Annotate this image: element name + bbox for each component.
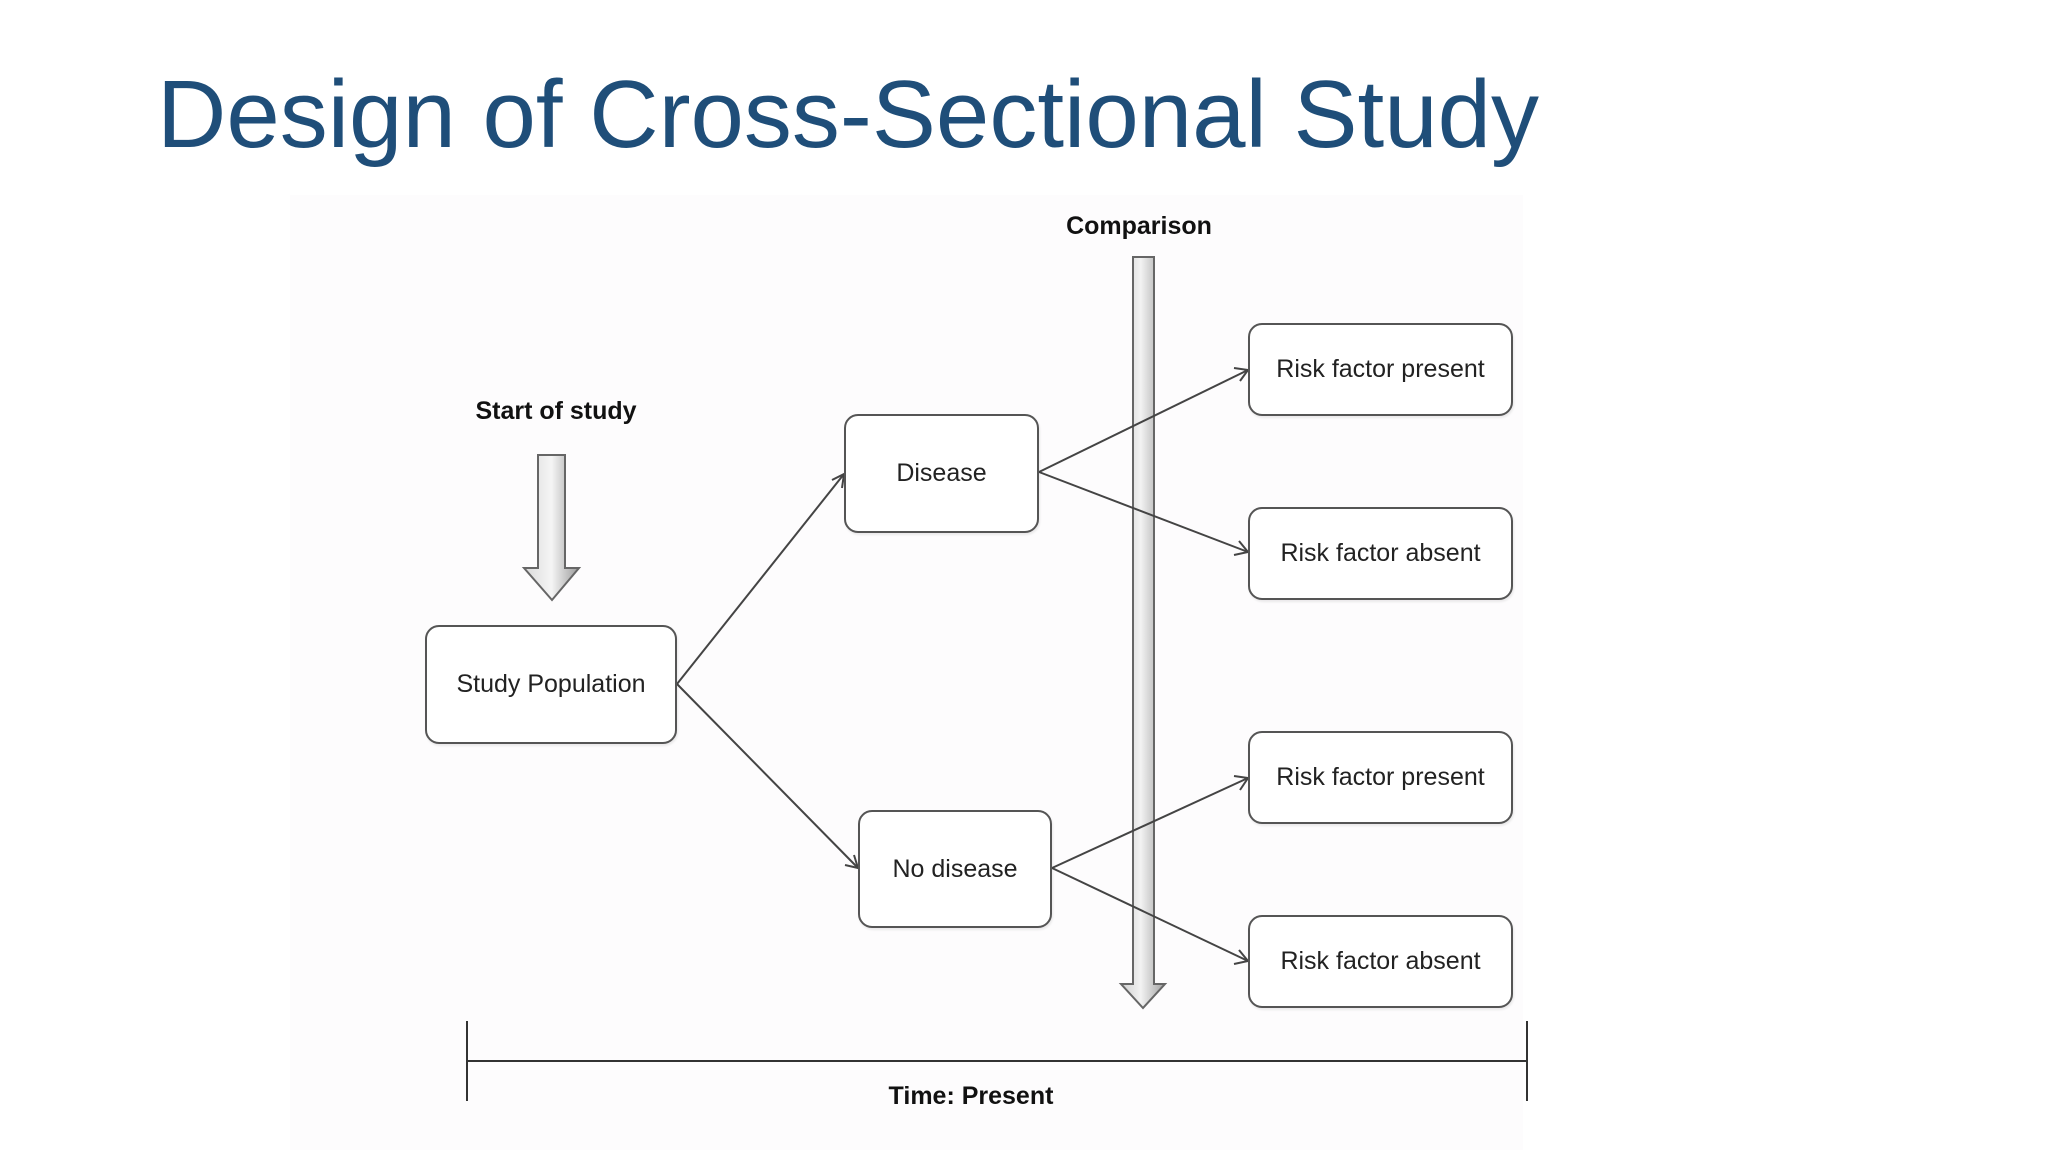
connector-no-disease-rf-absent [1051, 867, 1249, 962]
start-of-study-label: Start of study [475, 397, 637, 425]
node-study-population-label: Study Population [456, 670, 646, 698]
connector-disease-rf-present [1038, 369, 1249, 473]
start-of-study-arrow [521, 454, 582, 602]
connector-no-disease-rf-present [1051, 777, 1249, 869]
connector-population-no-disease [676, 683, 859, 869]
node-no-disease-label: No disease [892, 854, 1018, 883]
node-risk-factor-absent-2-label: Risk factor absent [1280, 947, 1481, 975]
comparison-label: Comparison [1066, 212, 1212, 240]
node-risk-factor-absent-2: Risk factor absent [1248, 915, 1513, 1008]
node-risk-factor-present-2: Risk factor present [1248, 731, 1513, 824]
node-risk-factor-absent-1-label: Risk factor absent [1280, 539, 1481, 567]
slide-title: Design of Cross-Sectional Study [157, 61, 1539, 168]
time-present-label: Time: Present [888, 1082, 1054, 1110]
connector-disease-rf-absent [1038, 471, 1249, 553]
node-disease: Disease [844, 414, 1039, 533]
node-risk-factor-present-1: Risk factor present [1248, 323, 1513, 416]
node-study-population: Study Population [425, 625, 677, 744]
node-no-disease: No disease [858, 810, 1052, 928]
node-risk-factor-absent-1: Risk factor absent [1248, 507, 1513, 600]
connector-population-disease [676, 473, 845, 685]
comparison-arrow [1118, 256, 1168, 1010]
node-disease-label: Disease [896, 459, 987, 487]
node-risk-factor-present-1-label: Risk factor present [1276, 355, 1485, 383]
node-risk-factor-present-2-label: Risk factor present [1276, 763, 1485, 791]
